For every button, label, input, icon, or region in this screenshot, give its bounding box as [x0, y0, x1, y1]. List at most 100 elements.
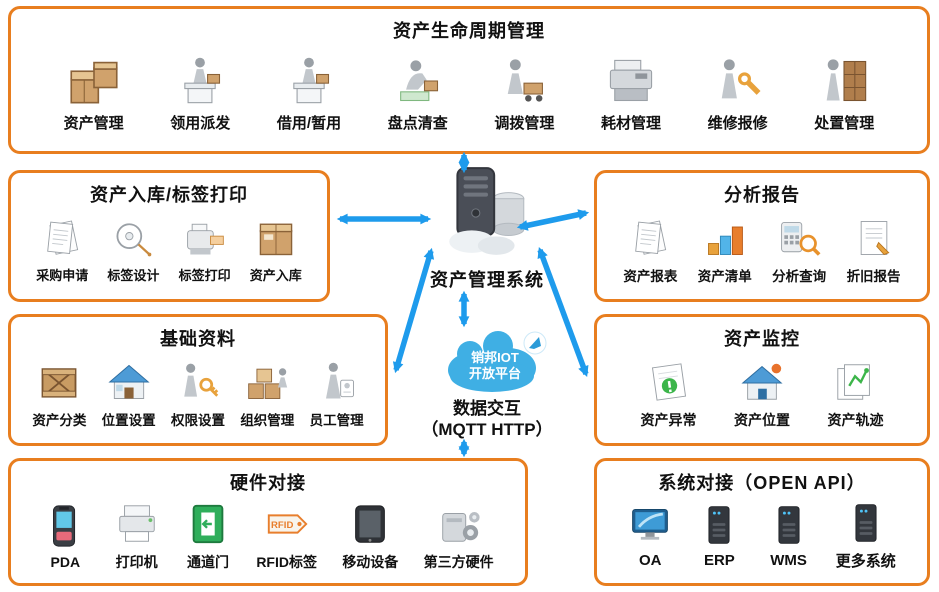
- panel-title: 分析报告: [724, 185, 800, 205]
- person-shelf-icon: [818, 55, 870, 107]
- copier-icon: [605, 55, 657, 107]
- documents-icon: [628, 216, 672, 260]
- system-label: 资产管理系统: [430, 270, 544, 290]
- svg-text:RFID: RFID: [271, 519, 293, 530]
- panel-inbound-labeling: 资产入库/标签打印 采购申请标签设计标签打印资产入库: [8, 170, 330, 302]
- item-label: 移动设备: [342, 553, 399, 570]
- diagram-item: WMS: [767, 503, 811, 569]
- diagram-item: 资产分类: [32, 360, 86, 429]
- diagram-item: 通道门: [185, 501, 231, 572]
- data-exchange-label: 数据交互 （MQTT HTTP）: [387, 398, 587, 440]
- item-label: 标签打印: [178, 268, 231, 283]
- printer-icon: [114, 501, 160, 547]
- org-boxes-icon: [245, 360, 289, 404]
- item-label: 资产管理: [63, 115, 124, 132]
- diagram-item: 维修报修: [708, 55, 768, 133]
- item-label: 标签设计: [107, 268, 160, 283]
- person-badge-icon: [315, 360, 359, 404]
- item-label: 处置管理: [814, 115, 875, 132]
- diagram-item: 调拨管理: [494, 55, 554, 133]
- house-icon: [107, 360, 151, 404]
- calc-search-icon: [777, 216, 821, 260]
- item-label: 维修报修: [707, 115, 768, 132]
- diagram-item: 耗材管理: [601, 55, 661, 133]
- item-label: PDA: [50, 553, 81, 570]
- item-label: 组织管理: [240, 412, 295, 428]
- data-exchange-line1: 数据交互: [453, 399, 521, 418]
- track-docs-icon: [833, 359, 879, 405]
- server-tower-icon: [697, 503, 741, 547]
- cloud-icon: [448, 331, 547, 392]
- diagram-item: 盘点清查: [388, 55, 448, 133]
- item-label: OA: [638, 552, 662, 569]
- diagram-item: 第三方硬件: [424, 501, 494, 572]
- diagram-item: 标签设计: [107, 216, 159, 284]
- diagram-item: 资产入库: [250, 216, 302, 284]
- diagram-item: 资产管理: [64, 55, 124, 133]
- diagram-item: 资产报表: [623, 216, 677, 285]
- tag-design-icon: [111, 216, 155, 260]
- item-label: 资产异常: [640, 411, 697, 428]
- panel-title: 资产生命周期管理: [393, 21, 545, 41]
- cloud-label-line1: 销邦IOT: [471, 350, 519, 365]
- item-label: 资产轨迹: [827, 411, 884, 428]
- diagram-item: ERP: [697, 503, 741, 569]
- rfid-tag-icon: RFID: [264, 501, 310, 547]
- diagram-item: 资产异常: [641, 359, 697, 430]
- person-scan-icon: [392, 55, 444, 107]
- diagram-item: 资产位置: [734, 359, 790, 430]
- diagram-item: 折旧报告: [847, 216, 901, 285]
- item-label: 权限设置: [170, 412, 225, 428]
- person-desk-icon: [283, 55, 335, 107]
- panel-items: 采购申请 标签设计 标签打印 资产入库: [11, 207, 327, 299]
- diagram-item: 分析查询: [772, 216, 826, 285]
- panel-title: 系统对接（OPEN API）: [658, 473, 866, 493]
- diagram-item: 组织管理: [240, 360, 294, 429]
- item-label: 借用/暂用: [276, 115, 342, 132]
- iot-cloud: 销邦IOT 开放平台: [438, 328, 552, 394]
- item-label: 折旧报告: [846, 268, 901, 284]
- item-label: 耗材管理: [600, 115, 661, 132]
- item-label: 分析查询: [772, 268, 827, 284]
- panel-analysis-reports: 分析报告 资产报表 资产清单 分析查询 折旧报告: [594, 170, 930, 302]
- diagram-item: 资产轨迹: [828, 359, 884, 430]
- person-move-icon: [498, 55, 550, 107]
- cloud-label-line2: 开放平台: [468, 366, 521, 381]
- item-label: 调拨管理: [494, 115, 555, 132]
- boxes-icon: [68, 55, 120, 107]
- item-label: 通道门: [186, 553, 229, 570]
- house-pin-icon: [739, 359, 785, 405]
- diagram-item: 领用派发: [170, 55, 230, 133]
- server-tower-icon: [844, 501, 888, 545]
- item-label: 资产清单: [697, 268, 752, 284]
- panel-asset-monitoring: 资产监控 资产异常资产位置资产轨迹: [594, 314, 930, 446]
- item-label: 打印机: [115, 553, 158, 570]
- item-label: WMS: [770, 552, 807, 569]
- panel-items: 资产异常 资产位置资产轨迹: [597, 351, 927, 443]
- item-label: 采购申请: [36, 268, 89, 283]
- crate-icon: [37, 360, 81, 404]
- panel-title: 基础资料: [160, 329, 236, 349]
- diagram-item: 位置设置: [102, 360, 156, 429]
- item-label: 资产报表: [623, 268, 678, 284]
- diagram-item: 移动设备: [342, 501, 398, 572]
- panel-title: 硬件对接: [230, 473, 306, 493]
- data-exchange-line2: （MQTT HTTP）: [421, 420, 553, 439]
- gate-icon: [185, 501, 231, 547]
- item-label: 员工管理: [309, 412, 364, 428]
- item-label: 盘点清查: [387, 115, 448, 132]
- diagram-item: 标签打印: [179, 216, 231, 284]
- item-label: 第三方硬件: [423, 553, 494, 570]
- tablet-icon: [347, 501, 393, 547]
- server-illustration: [437, 164, 535, 262]
- server-tower-icon: [767, 503, 811, 547]
- diagram-item: 权限设置: [171, 360, 225, 429]
- item-label: 领用派发: [170, 115, 231, 132]
- item-label: 更多系统: [835, 553, 896, 570]
- documents-icon: [40, 216, 84, 260]
- panel-basic-data: 基础资料 资产分类位置设置权限设置组织管理员工管理: [8, 314, 388, 446]
- diagram-item: 处置管理: [814, 55, 874, 133]
